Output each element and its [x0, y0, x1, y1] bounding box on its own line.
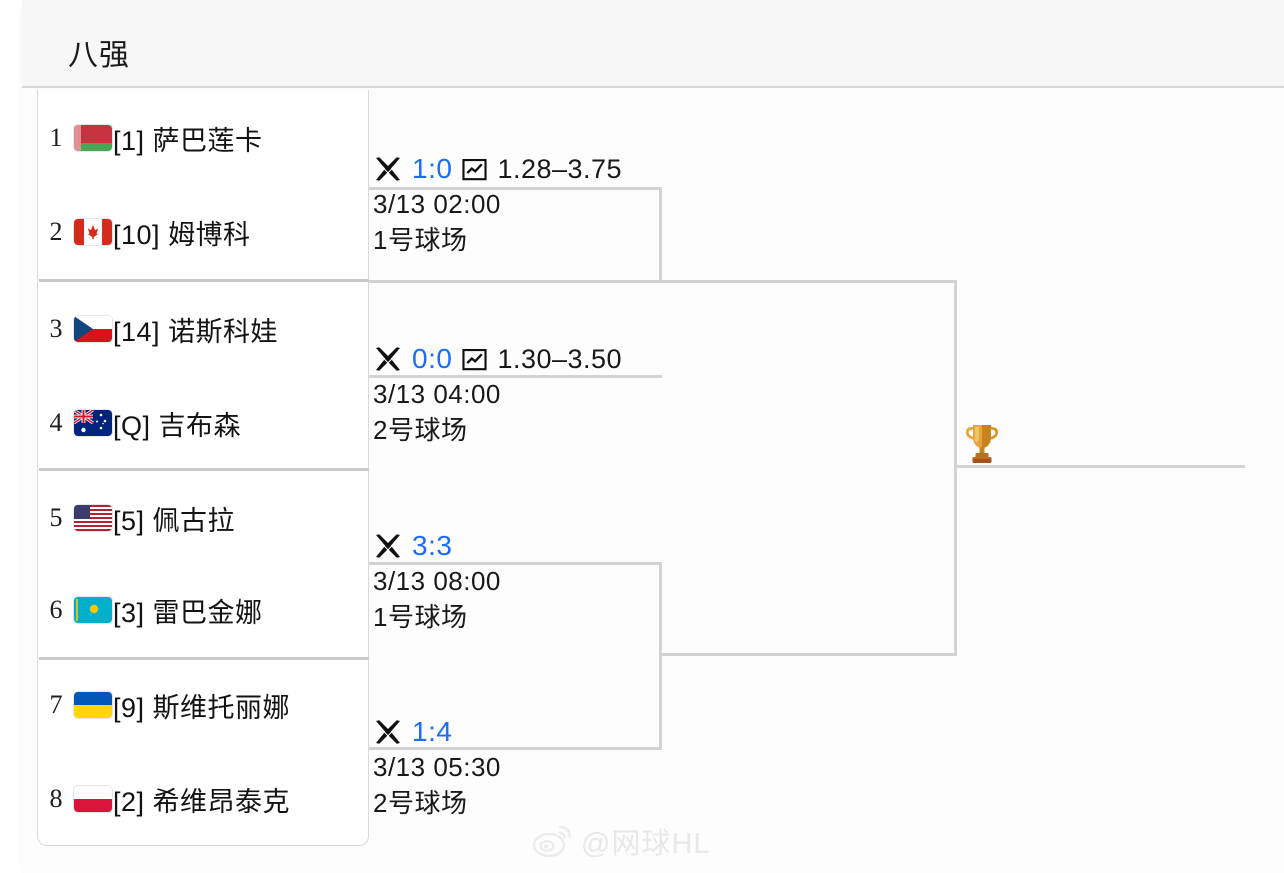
match-score-line-3: 3:3	[373, 529, 501, 563]
player-label: 佩古拉	[152, 505, 236, 536]
flag-icon-ukraine	[74, 692, 112, 718]
seat-number: 6	[49, 595, 63, 624]
player-name: [14] 诺斯科娃	[113, 310, 278, 349]
bracket-line-qf1-top	[369, 187, 662, 190]
player-label: 希维昂泰克	[152, 786, 291, 817]
player-row[interactable]: 5 [5] 佩古拉	[38, 471, 370, 565]
swords-icon	[376, 720, 400, 744]
bracket-line-qf1-vertical	[659, 187, 662, 283]
flag-icon-canada	[74, 219, 112, 245]
player-seed: [3]	[113, 597, 145, 628]
swords-icon	[376, 534, 400, 558]
player-row[interactable]: 4 [Q] 吉布森	[38, 376, 370, 470]
player-name: [10] 姆博科	[113, 213, 251, 252]
flag-icon-poland	[74, 786, 112, 812]
trophy-icon	[966, 425, 998, 463]
flag-icon-belarus	[74, 125, 112, 151]
chart-icon[interactable]	[461, 156, 488, 183]
match-score-1: 1:0	[412, 153, 453, 184]
watermark: @网球HL	[533, 820, 711, 862]
bracket-line-qf2-top	[369, 375, 662, 378]
match-court-4: 2号球场	[373, 788, 468, 818]
pair-divider	[39, 279, 369, 282]
bracket-line-qf3-top	[369, 562, 662, 565]
match-score-line-4: 1:4	[373, 715, 501, 749]
chart-icon[interactable]	[461, 346, 488, 373]
match-info-2[interactable]: 0:0 1.30–3.50 3/13 04:00 2号球场	[373, 342, 622, 448]
match-score-3: 3:3	[412, 530, 453, 561]
match-odds-1: 1.28–3.75	[497, 153, 623, 184]
watermark-text: @网球HL	[581, 828, 711, 860]
player-seed: [9]	[113, 692, 145, 723]
players-panel: 1 [1] 萨巴莲卡 2 [10] 姆博科 3 [14] 诺斯科娃 4 [Q] …	[37, 90, 369, 846]
player-name: [Q] 吉布森	[113, 404, 241, 443]
player-seed: [5]	[113, 505, 145, 536]
match-info-4[interactable]: 1:4 3/13 05:30 2号球场	[373, 715, 501, 821]
flag-icon-czechia	[74, 316, 112, 342]
match-datetime-1: 3/13 02:00	[373, 189, 501, 219]
player-row[interactable]: 2 [10] 姆博科	[38, 185, 370, 279]
match-court-1: 1号球场	[373, 225, 468, 255]
player-label: 姆博科	[168, 219, 251, 250]
player-seed: [Q]	[113, 410, 151, 441]
bracket-line-qf3-vertical	[659, 562, 662, 750]
player-row[interactable]: 7 [9] 斯维托丽娜	[38, 658, 370, 752]
seat-number: 1	[49, 123, 63, 152]
match-info-1[interactable]: 1:0 1.28–3.75 3/13 02:00 1号球场	[373, 152, 622, 258]
seat-number: 2	[49, 217, 63, 246]
swords-icon	[376, 157, 400, 181]
player-label: 雷巴金娜	[152, 597, 263, 628]
match-score-4: 1:4	[412, 716, 453, 747]
player-name: [3] 雷巴金娜	[113, 591, 263, 630]
player-seed: [2]	[113, 786, 145, 817]
pair-divider	[39, 657, 369, 660]
seat-number: 7	[49, 690, 63, 719]
player-label: 诺斯科娃	[168, 316, 279, 347]
match-score-line-2: 0:0 1.30–3.50	[373, 342, 622, 376]
bracket-line-qf3-bottom	[369, 747, 662, 750]
seat-number: 5	[49, 503, 63, 532]
match-datetime-2: 3/13 04:00	[373, 379, 501, 409]
seat-number: 3	[49, 314, 63, 343]
weibo-logo-icon	[533, 825, 571, 858]
bracket-line-qf1-bottom	[369, 280, 662, 283]
player-row[interactable]: 6 [3] 雷巴金娜	[38, 563, 370, 657]
player-name: [1] 萨巴莲卡	[113, 119, 263, 158]
player-name: [9] 斯维托丽娜	[113, 686, 290, 725]
page-title: 八强	[68, 39, 130, 72]
swords-icon	[376, 347, 400, 371]
seat-number: 4	[49, 408, 63, 437]
player-row[interactable]: 1 [1] 萨巴莲卡	[38, 91, 370, 185]
match-court-2: 2号球场	[373, 415, 468, 445]
match-score-2: 0:0	[412, 343, 453, 374]
bracket-line-sf-vertical	[954, 280, 957, 656]
player-seed: [10]	[113, 219, 161, 250]
flag-icon-australia	[74, 410, 112, 436]
bracket-line-sf-top	[659, 280, 957, 283]
seat-number: 8	[49, 784, 63, 813]
match-court-3: 1号球场	[373, 602, 468, 632]
player-label: 吉布森	[158, 410, 242, 441]
player-seed: [1]	[113, 125, 145, 156]
match-datetime-4: 3/13 05:30	[373, 752, 501, 782]
pair-divider	[39, 468, 369, 471]
round-header: 八强	[22, 0, 1284, 88]
player-seed: [14]	[113, 316, 161, 347]
match-score-line-1: 1:0 1.28–3.75	[373, 152, 622, 186]
player-name: [2] 希维昂泰克	[113, 780, 290, 819]
player-label: 萨巴莲卡	[152, 125, 263, 156]
player-row[interactable]: 3 [14] 诺斯科娃	[38, 282, 370, 376]
bracket-line-final	[954, 465, 1245, 468]
match-datetime-3: 3/13 08:00	[373, 566, 501, 596]
player-label: 斯维托丽娜	[152, 692, 291, 723]
match-odds-2: 1.30–3.50	[497, 343, 623, 374]
match-info-3[interactable]: 3:3 3/13 08:00 1号球场	[373, 529, 501, 635]
flag-icon-kazakhstan	[74, 597, 112, 623]
flag-icon-usa	[74, 505, 112, 531]
player-name: [5] 佩古拉	[113, 499, 235, 538]
player-row[interactable]: 8 [2] 希维昂泰克	[38, 752, 370, 846]
bracket-line-sf-bottom	[659, 653, 957, 656]
